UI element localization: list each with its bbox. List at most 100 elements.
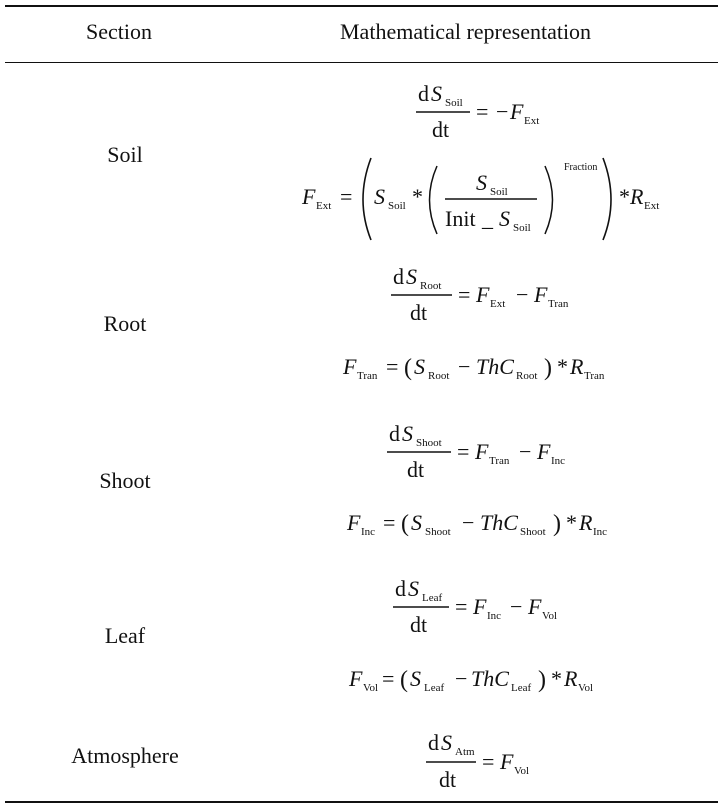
threshold-symbol: ThC [480, 510, 518, 535]
minus-sign: − [510, 594, 522, 619]
times-sign: * [557, 354, 568, 379]
section-soil: Soil [107, 142, 143, 167]
stock-symbol: S [499, 206, 510, 231]
equation-root-flux: F Tran = ( S Root − ThC Root ) * R Tran [342, 354, 605, 382]
left-paren: ( [404, 355, 412, 381]
flux-symbol: F [348, 666, 363, 691]
d-symbol: d [389, 421, 400, 446]
stock-symbol: S [374, 184, 385, 209]
flux-symbol: F [474, 439, 489, 464]
rate-symbol: R [569, 354, 584, 379]
equals-sign: = [386, 354, 398, 379]
equation-atmosphere-rate: d S Atm dt = F Vol [426, 730, 529, 792]
stock-symbol: S [402, 421, 413, 446]
times-sign: * [619, 184, 630, 209]
subscript-shoot: Shoot [520, 526, 546, 538]
flux-symbol: F [536, 439, 551, 464]
subscript-inc: Inc [551, 455, 565, 467]
times-sign: * [412, 184, 423, 209]
subscript-inc: Inc [487, 610, 501, 622]
rate-symbol: R [578, 510, 593, 535]
stock-symbol: S [408, 576, 419, 601]
equation-soil-rate: d S Soil dt = − F Ext [416, 81, 539, 142]
stock-symbol: S [441, 730, 452, 755]
flux-symbol: F [533, 282, 548, 307]
left-paren: ( [401, 511, 409, 537]
subscript-shoot: Shoot [425, 526, 451, 538]
threshold-symbol: ThC [471, 666, 509, 691]
left-paren: ( [400, 667, 408, 693]
equation-shoot-flux: F Inc = ( S Shoot − ThC Shoot ) * R Inc [346, 510, 607, 538]
dt-symbol: dt [410, 300, 427, 325]
flux-symbol: F [472, 594, 487, 619]
right-paren: ) [544, 355, 552, 381]
underscore-symbol: _ [481, 206, 494, 231]
rate-symbol: R [563, 666, 578, 691]
times-sign: * [551, 666, 562, 691]
subscript-leaf: Leaf [511, 682, 531, 694]
subscript-tran: Tran [357, 370, 378, 382]
subscript-root: Root [428, 370, 449, 382]
left-paren-inner [428, 165, 438, 235]
dt-symbol: dt [432, 117, 449, 142]
subscript-leaf: Leaf [422, 592, 442, 604]
stock-symbol: S [410, 666, 421, 691]
subscript-soil: Soil [388, 200, 406, 212]
subscript-shoot: Shoot [416, 437, 442, 449]
subscript-soil: Soil [513, 222, 531, 234]
subscript-vol: Vol [578, 682, 593, 694]
flux-symbol: F [346, 510, 361, 535]
subscript-root: Root [516, 370, 537, 382]
stock-symbol: S [414, 354, 425, 379]
minus-sign: − [462, 510, 474, 535]
equals-sign: = [482, 749, 494, 774]
subscript-soil: Soil [445, 97, 463, 109]
header-representation: Mathematical representation [340, 19, 592, 44]
equation-leaf-flux: F Vol = ( S Leaf − ThC Leaf ) * R Vol [348, 666, 593, 694]
subscript-inc: Inc [361, 526, 375, 538]
minus-sign: − [455, 666, 467, 691]
subscript-atm: Atm [455, 746, 475, 758]
equation-leaf-rate: d S Leaf dt = F Inc − F Vol [393, 576, 557, 637]
dt-symbol: dt [407, 457, 424, 482]
subscript-tran: Tran [548, 298, 569, 310]
section-atmosphere: Atmosphere [71, 743, 179, 768]
subscript-ext: Ext [644, 200, 659, 212]
times-sign: * [566, 510, 577, 535]
right-paren-outer [602, 157, 612, 241]
d-symbol: d [395, 576, 406, 601]
table-top-rule [5, 5, 718, 7]
subscript-leaf: Leaf [424, 682, 444, 694]
equation-root-rate: d S Root dt = F Ext − F Tran [391, 264, 569, 325]
exponent-fraction: Fraction [564, 162, 597, 173]
equals-sign: = [457, 439, 469, 464]
flux-symbol: F [301, 184, 316, 209]
stock-symbol: S [431, 81, 442, 106]
subscript-ext: Ext [316, 200, 331, 212]
subscript-soil: Soil [490, 186, 508, 198]
equals-sign: = [382, 666, 394, 691]
equals-sign: = [476, 99, 488, 124]
subscript-ext: Ext [524, 115, 539, 127]
dt-symbol: dt [439, 767, 456, 792]
d-symbol: d [418, 81, 429, 106]
left-paren-outer [362, 157, 372, 241]
minus-sign: − [519, 439, 531, 464]
dt-symbol: dt [410, 612, 427, 637]
table-bottom-rule [5, 801, 718, 803]
flux-symbol: F [527, 594, 542, 619]
section-leaf: Leaf [104, 623, 146, 648]
header-section: Section [86, 19, 152, 44]
right-paren-inner [544, 165, 554, 235]
flux-symbol: F [499, 749, 514, 774]
subscript-root: Root [420, 280, 441, 292]
flux-symbol: F [475, 282, 490, 307]
right-paren: ) [553, 511, 561, 537]
subscript-vol: Vol [542, 610, 557, 622]
init-label: Init [445, 206, 476, 231]
subscript-vol: Vol [363, 682, 378, 694]
header-bottom-rule [5, 62, 718, 63]
d-symbol: d [428, 730, 439, 755]
flux-symbol: F [509, 99, 524, 124]
